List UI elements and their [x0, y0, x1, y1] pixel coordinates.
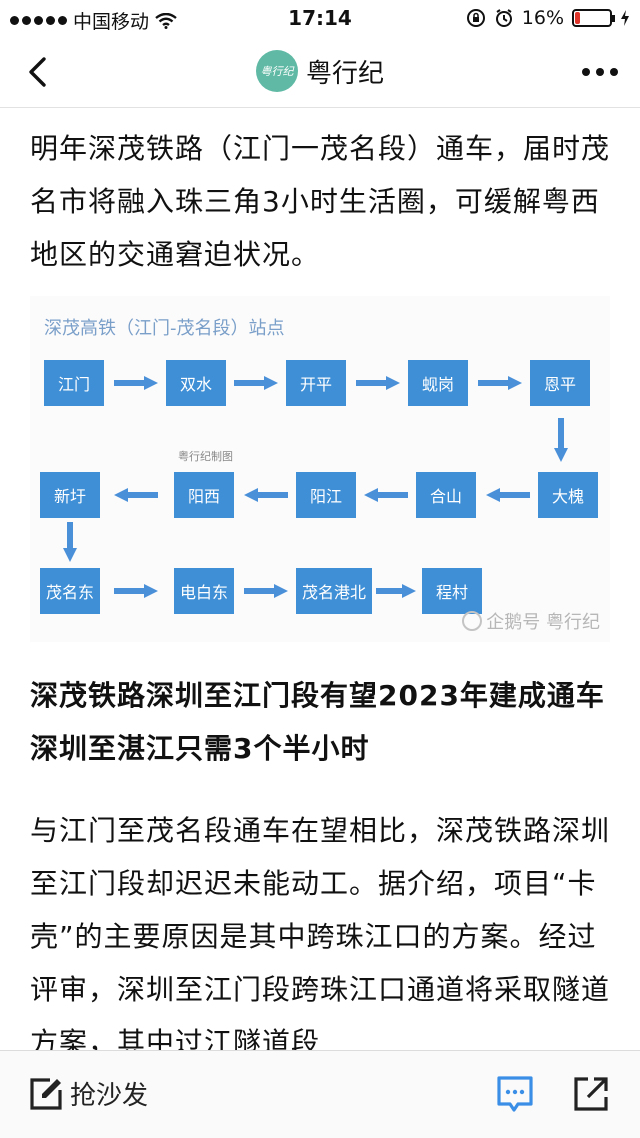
station-chengcun: 程村	[422, 568, 482, 614]
back-icon[interactable]	[24, 56, 52, 88]
arrow-down-icon	[63, 522, 77, 562]
arrow-left-icon	[486, 488, 530, 502]
charging-icon	[621, 10, 629, 26]
battery-percent: 16%	[521, 7, 564, 29]
diagram-credit: 粤行纪制图	[178, 450, 233, 463]
write-comment-button[interactable]: 抢沙发	[28, 1075, 148, 1112]
clock: 17:14	[288, 6, 352, 30]
edit-icon	[30, 1077, 62, 1110]
station-dahuai: 大槐	[538, 472, 598, 518]
arrow-left-icon	[244, 488, 288, 502]
article-paragraph: 明年深茂铁路（江门一茂名段）通车，届时茂名市将融入珠三角3小时生活圈，可缓解粤西…	[30, 132, 611, 271]
battery-fill	[575, 12, 580, 24]
wifi-icon	[155, 12, 177, 29]
status-bar: 中国移动 17:14 16%	[0, 0, 640, 36]
arrow-right-icon	[114, 376, 158, 390]
diagram-title: 深茂高铁（江门-茂名段）站点	[44, 318, 285, 339]
account-avatar[interactable]: 粤行纪	[255, 50, 298, 92]
comments-icon[interactable]	[496, 1075, 534, 1113]
alarm-icon	[495, 9, 512, 27]
arrow-right-icon	[478, 376, 522, 390]
article-paragraph: 与江门至茂名段通车在望相比，深茂铁路深圳至江门段却迟迟未能动工。据介绍，项目“卡…	[30, 814, 611, 1059]
arrow-left-icon	[364, 488, 408, 502]
penguin-logo-icon	[462, 611, 483, 631]
bottom-toolbar: 抢沙发	[0, 1050, 640, 1138]
arrow-left-icon	[114, 488, 158, 502]
arrow-right-icon	[376, 584, 416, 598]
arrow-right-icon	[114, 584, 158, 598]
station-jiangmen: 江门	[44, 360, 104, 406]
account-name[interactable]: 粤行纪	[305, 58, 384, 89]
article-heading: 深茂铁路深圳至江门段有望2023年建成通车深圳至湛江只需3个半小时	[30, 679, 605, 765]
share-icon[interactable]	[572, 1075, 610, 1113]
arrow-right-icon	[234, 376, 278, 390]
status-left: 中国移动	[10, 7, 177, 34]
station-maoming-port-north: 茂名港北	[296, 568, 372, 614]
arrow-down-icon	[554, 418, 568, 462]
arrow-right-icon	[356, 376, 400, 390]
station-kaiping: 开平	[286, 360, 346, 406]
carrier-label: 中国移动	[73, 11, 150, 33]
station-maoming-east: 茂名东	[40, 568, 100, 614]
nav-bar: 粤行纪 粤行纪	[0, 36, 640, 108]
rotation-lock-icon	[466, 9, 485, 27]
station-xinxu: 新圩	[40, 472, 100, 518]
battery-icon	[572, 9, 615, 27]
write-comment-label[interactable]: 抢沙发	[70, 1081, 149, 1111]
station-yangxi: 阳西	[174, 472, 234, 518]
arrow-right-icon	[244, 584, 288, 598]
station-dianbai-east: 电白东	[174, 568, 234, 614]
route-diagram-image[interactable]: 深茂高铁（江门-茂名段）站点 粤行纪制图 江门 双水 开平 蚬岗 恩平 大槐 合…	[30, 296, 610, 642]
watermark-text: 企鹅号 粤行纪	[486, 612, 600, 633]
nav-account[interactable]: 粤行纪 粤行纪	[0, 50, 640, 92]
signal-strength-icon	[10, 16, 67, 25]
station-heshan: 合山	[416, 472, 476, 518]
status-right: 16%	[466, 7, 630, 29]
station-enping: 恩平	[530, 360, 590, 406]
station-yangjiang: 阳江	[296, 472, 356, 518]
more-options-icon[interactable]	[582, 68, 618, 76]
image-watermark: 企鹅号 粤行纪	[462, 608, 600, 634]
station-shuangshui: 双水	[166, 360, 226, 406]
station-xiangang: 蚬岗	[408, 360, 468, 406]
